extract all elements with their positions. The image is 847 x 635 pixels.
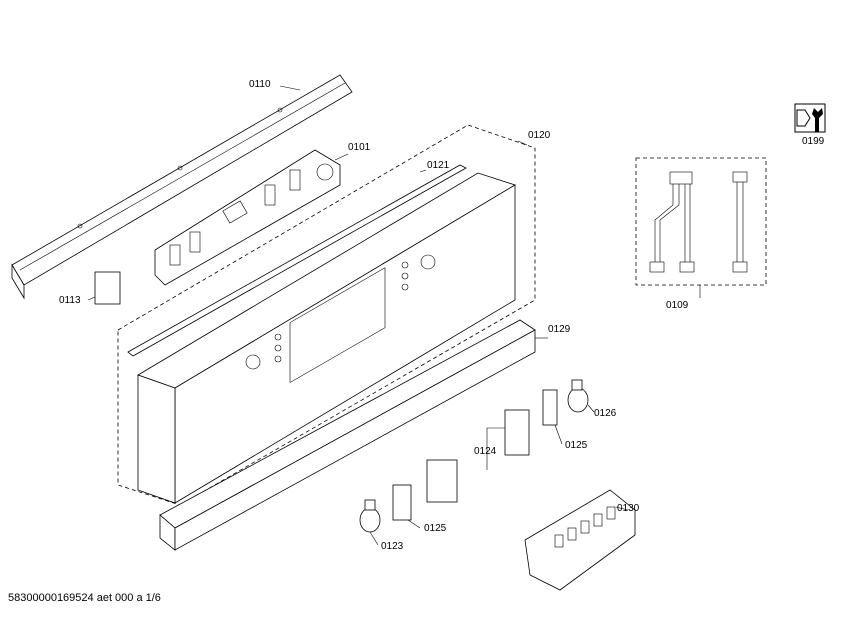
part-label-0110[interactable]: 0110 — [249, 79, 271, 90]
part-cable-harness-drawing — [649, 171, 748, 298]
part-holder-left-drawing — [392, 484, 421, 529]
part-label-0120[interactable]: 0120 — [528, 130, 551, 141]
part-label-0125-right[interactable]: 0125 — [565, 440, 588, 451]
part-label-0124[interactable]: 0124 — [474, 446, 497, 457]
part-switch-block-drawing — [426, 409, 530, 503]
cable-harness-outline — [635, 157, 767, 286]
part-label-0113[interactable]: 0113 — [59, 295, 81, 306]
part-label-0101[interactable]: 0101 — [348, 142, 371, 153]
part-connector-cover-drawing — [524, 489, 636, 591]
part-label-0129[interactable]: 0129 — [548, 324, 571, 335]
part-label-0109[interactable]: 0109 — [666, 300, 689, 311]
part-label-0121[interactable]: 0121 — [427, 160, 450, 171]
part-seal-strip-drawing — [127, 164, 467, 357]
part-rail-drawing — [11, 74, 353, 300]
part-control-module-drawing — [154, 149, 349, 286]
part-control-panel-drawing — [137, 172, 516, 504]
part-clip-drawing — [87, 271, 121, 305]
wrench-nut-icon — [794, 103, 826, 133]
part-knob-right-drawing — [567, 379, 595, 413]
part-knob-left-drawing — [359, 499, 381, 546]
part-label-0123[interactable]: 0123 — [381, 541, 404, 552]
part-label-0130[interactable]: 0130 — [617, 503, 640, 514]
document-id-footer: 58300000169524 aet 000 a 1/6 — [8, 592, 161, 604]
part-label-0199[interactable]: 0199 — [802, 136, 825, 147]
part-bottom-strip-drawing — [159, 319, 548, 551]
part-holder-right-drawing — [542, 389, 563, 445]
part-label-0126[interactable]: 0126 — [594, 408, 617, 419]
part-label-0125-left[interactable]: 0125 — [424, 523, 447, 534]
